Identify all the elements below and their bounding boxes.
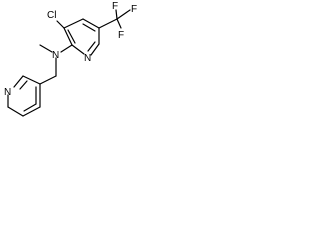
bond-r5-r6-double <box>23 103 37 112</box>
bond-c3-cl <box>56 20 65 29</box>
pyridine-nitrogen-lower-label: N <box>4 87 11 98</box>
bond-r4-r5 <box>7 106 24 117</box>
bond-cf3-f-top <box>115 9 118 20</box>
bond-c3-c2-double <box>67 29 76 44</box>
fluorine-top-label: F <box>112 1 118 12</box>
bond-ch2-ring <box>39 75 57 85</box>
bond-c2-n1 <box>71 44 85 55</box>
bond-cf3-f-bottom <box>116 18 122 29</box>
amine-nitrogen-label: N <box>52 50 59 61</box>
bond-c4-c3 <box>63 18 84 29</box>
bond-n1-c6-double <box>87 41 96 52</box>
upper-pyridine-ring <box>63 18 100 56</box>
pyridine-nitrogen-upper-label: N <box>84 53 91 64</box>
fluorine-right-label: F <box>131 4 137 15</box>
bond-c5-c4 <box>82 18 100 29</box>
bond-r1-r2 <box>22 75 41 85</box>
bond-c5-c4-double <box>82 23 96 32</box>
bond-c3-c2 <box>63 27 73 46</box>
bond-cf3-f-right <box>116 9 131 20</box>
bond-n1-c6 <box>90 43 100 56</box>
chlorine-label: Cl <box>47 10 56 21</box>
bond-r2-r3 <box>13 75 24 88</box>
bond-n-methyl <box>39 44 53 53</box>
lower-pyridine-ring <box>7 75 41 117</box>
bond-r2-r3-double <box>19 80 28 90</box>
fluorine-bottom-label: F <box>118 30 124 41</box>
bond-c2-n-amine <box>60 44 73 53</box>
bond-c5-cf3 <box>98 18 118 29</box>
molecule-structure: Cl F F F N N N <box>4 1 137 117</box>
bond-r5-r6 <box>22 106 41 117</box>
